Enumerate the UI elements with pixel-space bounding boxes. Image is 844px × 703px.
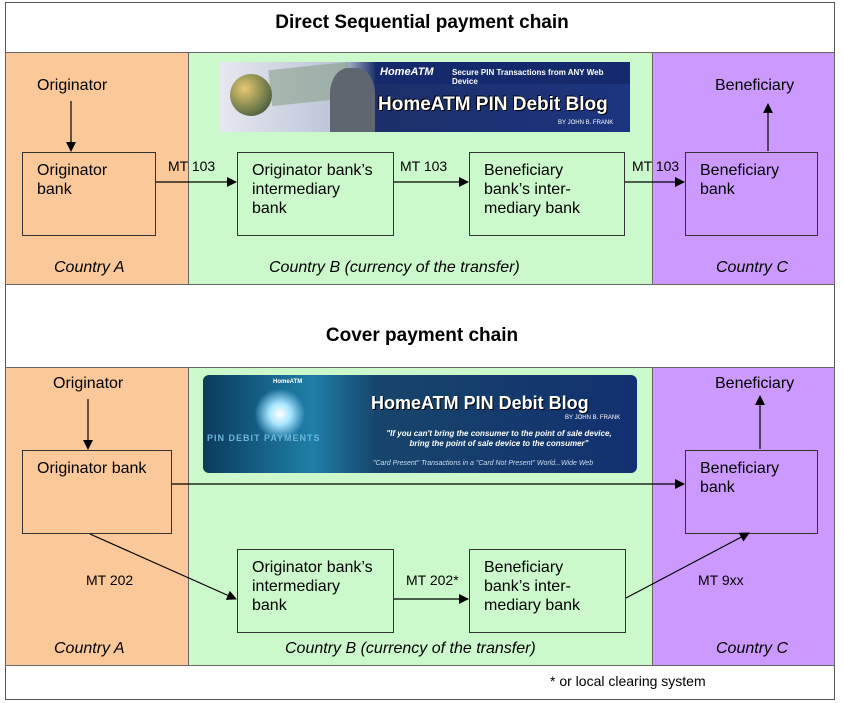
box-line: Beneficiary <box>700 460 780 477</box>
sequential-country-a-region <box>5 52 189 285</box>
box-line: Beneficiary <box>700 162 780 179</box>
cover-msg-2: MT 202* <box>406 572 459 588</box>
globe-glow-icon <box>255 389 305 439</box>
cover-bank-to-intermediary-arrow <box>89 533 237 600</box>
banner-top-bar <box>375 62 630 84</box>
banner-byline: BY JOHN B. FRANK <box>565 415 621 421</box>
banner-quote: "If you can't bring the consumer to the … <box>386 429 612 448</box>
banner-byline: BY JOHN B. FRANK <box>558 120 614 126</box>
banner-logo: HomeATM <box>380 66 434 78</box>
sequential-title: Direct Sequential payment chain <box>275 12 569 33</box>
cover-msg-1: MT 202 <box>86 572 134 588</box>
sequential-country-a: Country A <box>54 259 125 276</box>
homeatm-banner-bottom: HomeATM PIN DEBIT PAYMENTS HomeATM PIN D… <box>203 375 637 473</box>
box-line: bank’s inter- <box>484 578 571 595</box>
cover-beneficiary-intermediary-box: Beneficiary bank’s inter- mediary bank <box>469 549 626 633</box>
cover-country-b: Country B (currency of the transfer) <box>285 640 536 657</box>
box-line: Beneficiary <box>484 162 564 179</box>
box-line: Originator bank’s <box>252 162 373 179</box>
box-line: Originator bank <box>37 460 147 477</box>
cover-intermediary-bank-box: Originator bank’s intermediary bank <box>237 549 394 633</box>
box-line: Beneficiary <box>484 559 564 576</box>
cover-beneficiary-bank-box: Beneficiary bank <box>685 450 818 534</box>
box-line: bank <box>252 200 287 217</box>
globe-icon <box>230 74 272 116</box>
banner-footer: "Card Present" Transactions in a "Card N… <box>373 460 594 467</box>
cover-benint-to-benbank-arrow <box>625 532 750 599</box>
sequential-msg-2: MT 103 <box>400 158 448 174</box>
banner-side-text: PIN DEBIT PAYMENTS <box>207 433 321 443</box>
sequential-country-c-region <box>652 52 835 285</box>
box-line: intermediary <box>252 181 341 198</box>
box-line: bank <box>700 181 735 198</box>
box-line: bank <box>700 479 735 496</box>
box-line: bank <box>37 181 72 198</box>
sequential-msg-3: MT 103 <box>632 158 680 174</box>
cover-country-a: Country A <box>54 640 125 657</box>
sequential-country-c: Country C <box>716 259 789 276</box>
box-line: Originator <box>37 162 108 179</box>
box-line: mediary bank <box>484 597 581 614</box>
box-line: intermediary <box>252 578 341 595</box>
cover-country-c: Country C <box>716 640 789 657</box>
sequential-msg-1: MT 103 <box>168 158 216 174</box>
sequential-beneficiary-bank-box: Beneficiary bank <box>685 152 818 236</box>
sequential-country-b: Country B (currency of the transfer) <box>269 259 520 276</box>
banner-title: HomeATM PIN Debit Blog <box>371 393 589 413</box>
banner-tagline: Secure PIN Transactions from ANY Web Dev… <box>452 68 604 86</box>
banner-logo: HomeATM <box>273 379 303 385</box>
homeatm-banner-top: HomeATM Secure PIN Transactions from ANY… <box>220 62 630 132</box>
outer-frame <box>5 2 835 700</box>
box-line: bank <box>252 597 287 614</box>
sequential-originator-label: Originator <box>37 77 108 94</box>
portrait-image <box>330 68 375 132</box>
footnote: * or local clearing system <box>550 673 706 689</box>
cover-msg-3: MT 9xx <box>698 572 744 588</box>
sequential-beneficiary-label: Beneficiary <box>715 77 795 94</box>
cover-originator-label: Originator <box>53 375 124 392</box>
cover-originator-bank-box: Originator bank <box>22 450 172 534</box>
sequential-intermediary-bank-box: Originator bank’s intermediary bank <box>237 152 394 236</box>
cover-beneficiary-label: Beneficiary <box>715 375 795 392</box>
sequential-originator-bank-box: Originator bank <box>22 152 156 236</box>
cover-country-c-region <box>652 367 835 666</box>
box-line: Originator bank’s <box>252 559 373 576</box>
banner-title: HomeATM PIN Debit Blog <box>378 94 608 115</box>
box-line: bank’s inter- <box>484 181 571 198</box>
sequential-beneficiary-intermediary-box: Beneficiary bank’s inter- mediary bank <box>469 152 625 236</box>
cover-title: Cover payment chain <box>325 325 519 346</box>
box-line: mediary bank <box>484 200 581 217</box>
cover-country-a-region <box>5 367 189 666</box>
